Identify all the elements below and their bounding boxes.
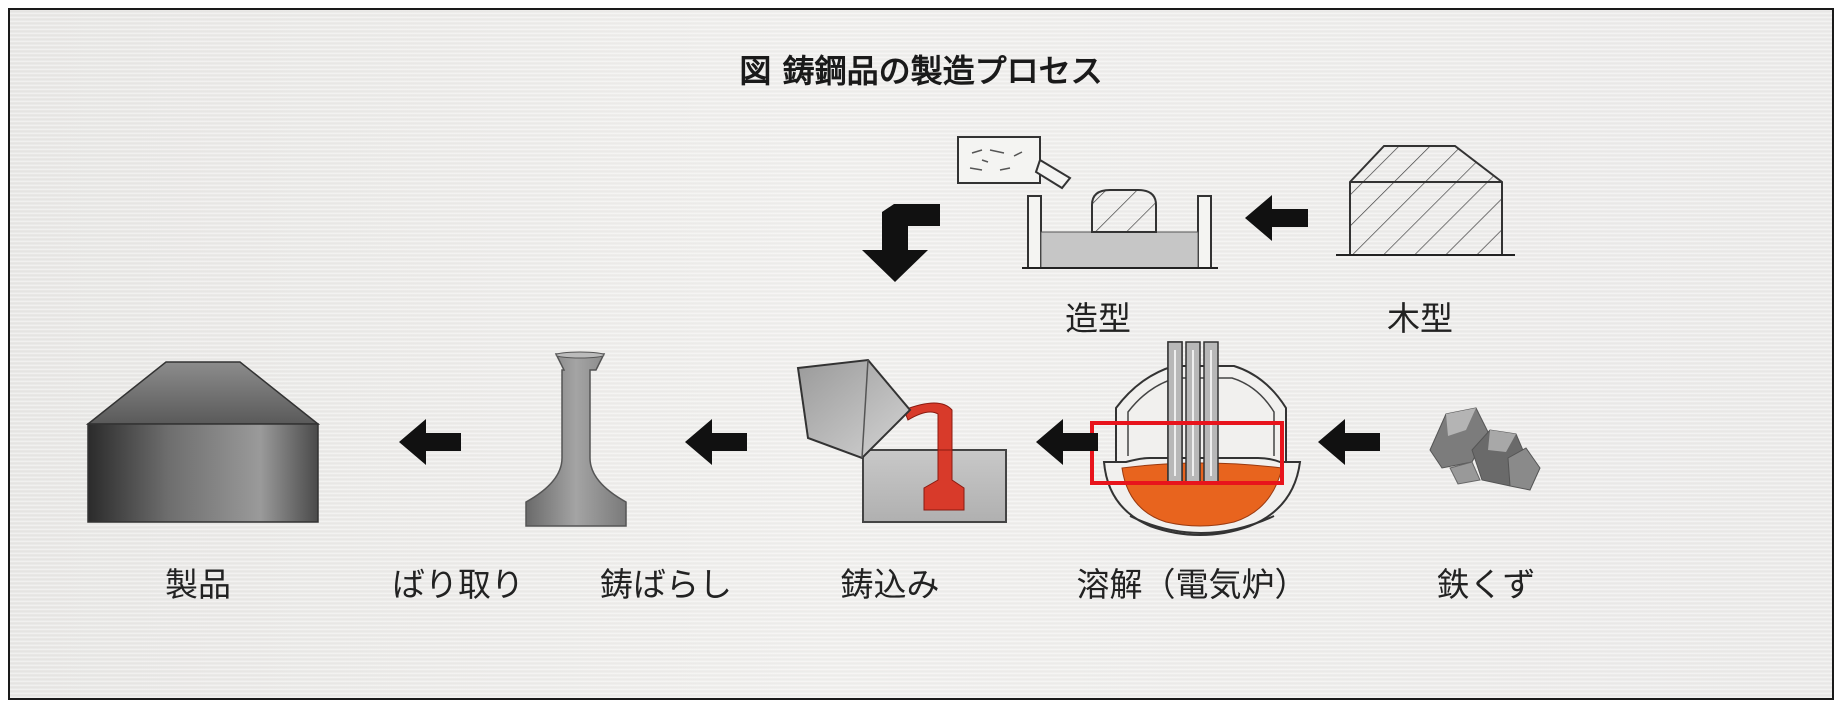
- label-product: 製品: [165, 565, 231, 604]
- label-melting: 溶解（電気炉）: [1076, 565, 1308, 604]
- label-shakeout: 鋳ばらし: [600, 565, 732, 604]
- arrow-left-icon: [685, 419, 747, 465]
- process-diagram: [85, 136, 1541, 536]
- arrow-left-icon: [1245, 195, 1308, 241]
- arrow-left-icon: [399, 419, 461, 465]
- diagram-frame: 図 鋳鋼品の製造プロセス: [8, 8, 1834, 700]
- pouring-illustration: [796, 358, 1007, 523]
- arrow-left-icon: [1036, 419, 1098, 465]
- label-pouring: 鋳込み: [840, 565, 940, 604]
- arrow-left-icon: [1318, 419, 1380, 465]
- shakeout-casting-illustration: [525, 351, 627, 527]
- scrap-iron-illustration: [1429, 407, 1541, 491]
- highlight-box: [1090, 421, 1284, 485]
- electric-furnace-illustration: [1102, 341, 1302, 536]
- label-wooden-pattern: 木型: [1387, 299, 1453, 338]
- product-illustration: [85, 361, 321, 523]
- label-deburring: ばり取り: [392, 565, 524, 604]
- label-scrap-iron: 鉄くず: [1436, 565, 1536, 604]
- wooden-pattern-illustration: [1336, 145, 1515, 256]
- molding-illustration: [957, 136, 1218, 269]
- label-molding: 造型: [1065, 299, 1131, 338]
- diagram-title: 図 鋳鋼品の製造プロセス: [739, 52, 1103, 90]
- arrow-turn-down-icon: [862, 204, 940, 282]
